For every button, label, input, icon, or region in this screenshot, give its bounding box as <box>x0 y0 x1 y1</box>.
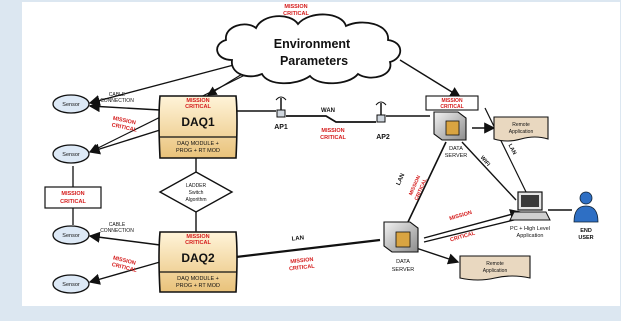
end-user-line1: END <box>580 228 592 234</box>
ladder-line3: Algorithm <box>185 197 206 203</box>
remote-bottom-line2: Application <box>483 268 508 274</box>
cloud-tag-line1: MISSION <box>284 4 307 10</box>
connection-lines <box>72 59 572 285</box>
server-link-lan: LAN <box>396 173 407 187</box>
server-bottom-label-line2: SERVER <box>392 267 415 273</box>
ladder-line1: LADDER <box>186 183 207 189</box>
daq2-lan-mc-line1: MISSION <box>290 257 314 265</box>
mc-label-line1: MISSION <box>112 255 136 266</box>
sensor-label: Sensor <box>62 102 80 108</box>
sensor-label: Sensor <box>62 282 80 288</box>
sensor-label: Sensor <box>62 233 80 239</box>
daq2-tag-line2: CRITICAL <box>185 240 211 246</box>
mc-label-line2: CRITICAL <box>111 122 138 133</box>
cable-label-line1: CABLE <box>109 92 126 98</box>
daq2-title: DAQ2 <box>181 251 215 265</box>
ap1-label: AP1 <box>274 124 288 131</box>
pc-computer-icon: PC + High Level Application <box>509 191 551 239</box>
ladder-line2: Switch <box>189 190 204 196</box>
server-icon <box>383 221 419 253</box>
server-bottom-label-line1: DATA <box>396 259 410 265</box>
left-tag-line2: CRITICAL <box>60 199 86 205</box>
ap2-antenna-icon: AP2 <box>375 101 390 141</box>
sensor-1: Sensor <box>52 94 90 114</box>
wan-label: WAN <box>321 108 335 114</box>
cable-label-line2: CONNECTION <box>100 98 134 104</box>
end-user-line2: USER <box>578 235 593 241</box>
cable-label-line1: CABLE <box>109 222 126 228</box>
daq1-tag-line2: CRITICAL <box>185 104 211 110</box>
cloud-title-line1: Environment <box>274 37 351 51</box>
daq1-link-labels: CABLE CONNECTION MISSION CRITICAL <box>100 92 138 134</box>
environment-cloud: Environment Parameters MISSION CRITICAL <box>216 4 402 85</box>
end-user-icon: END USER <box>573 191 599 241</box>
mc-label-line1: MISSION <box>112 116 136 127</box>
daq1-title: DAQ1 <box>181 115 215 129</box>
daq1-node: MISSION CRITICAL DAQ1 DAQ MODULE + PROG … <box>158 95 238 159</box>
cable-label-line2: CONNECTION <box>100 228 134 234</box>
server-top-tag-line1: MISSION <box>441 98 463 104</box>
data-server-top: MISSION CRITICAL DATA SERVER <box>425 95 479 159</box>
sensor-4: Sensor <box>52 274 90 294</box>
server-top-label-line1: DATA <box>449 146 463 152</box>
ap1-antenna-icon: AP1 <box>274 96 288 131</box>
wan-labels: WAN MISSION CRITICAL <box>320 108 346 141</box>
daq2-lan-labels: LAN MISSION CRITICAL <box>289 235 316 272</box>
ladder-switch: LADDER Switch Algorithm <box>158 171 234 213</box>
cloud-title-line2: Parameters <box>280 54 348 68</box>
daq2-lan-label: LAN <box>291 235 304 242</box>
daq2-sub-line1: DAQ MODULE + <box>177 276 219 282</box>
server-icon <box>433 111 467 141</box>
daq2-tag-line1: MISSION <box>186 234 209 240</box>
pc-label-line2: Application <box>517 233 544 239</box>
server-top-tag-line2: CRITICAL <box>440 104 463 110</box>
daq2-sub-line2: PROG + RT MOD <box>176 283 220 289</box>
cloud-tag-line2: CRITICAL <box>283 11 309 17</box>
data-server-bottom: DATA SERVER <box>383 221 419 273</box>
sensor-label: Sensor <box>62 152 80 158</box>
server-top-label-line2: SERVER <box>445 153 468 159</box>
left-tag-line1: MISSION <box>61 191 84 197</box>
daq2-lan-mc-line2: CRITICAL <box>289 264 316 273</box>
wan-mc-line1: MISSION <box>321 128 344 134</box>
sensor-2: Sensor <box>52 144 90 164</box>
daq1-sub-line1: DAQ MODULE + <box>177 141 219 147</box>
remote-bottom-line1: Remote <box>486 261 504 267</box>
daq1-tag-line1: MISSION <box>186 98 209 104</box>
left-mission-tag: MISSION CRITICAL <box>44 186 102 209</box>
ap2-label: AP2 <box>376 134 390 141</box>
wan-mc-line2: CRITICAL <box>320 135 346 141</box>
remote-app-bottom: Remote Application <box>459 255 531 281</box>
right-lan-label: LAN <box>507 143 518 156</box>
sensor-3: Sensor <box>52 225 90 245</box>
pc-label-line1: PC + High Level <box>510 226 550 232</box>
remote-top-line1: Remote <box>512 122 530 128</box>
daq2-node: MISSION CRITICAL DAQ2 DAQ MODULE + PROG … <box>158 231 238 293</box>
remote-app-top: Remote Application <box>493 116 549 142</box>
daq1-sub-line2: PROG + RT MOD <box>176 148 220 154</box>
remote-top-line2: Application <box>509 129 534 135</box>
